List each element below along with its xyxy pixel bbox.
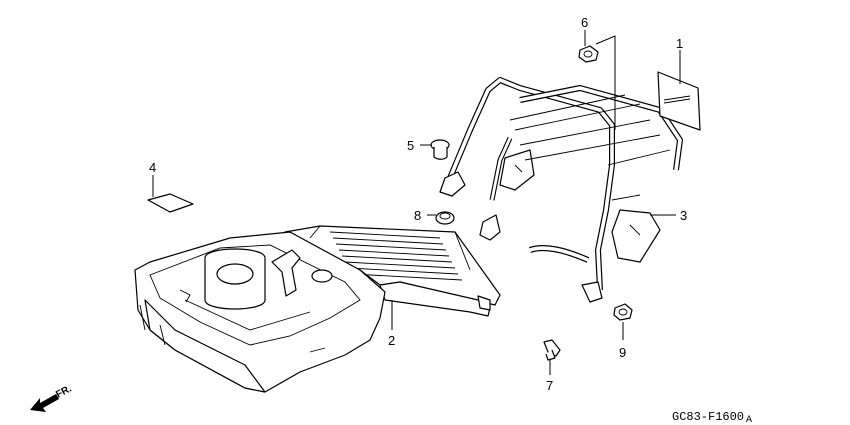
part-grommet-5	[430, 139, 450, 160]
diagram-code-suffix: A	[746, 415, 752, 425]
callout-6: 6	[581, 15, 588, 30]
part-nut-9	[613, 303, 633, 321]
callout-5: 5	[407, 138, 414, 153]
part-front-box	[134, 225, 501, 393]
callout-2: 2	[388, 333, 395, 348]
part-rear-carrier	[439, 77, 683, 303]
callout-1: 1	[676, 36, 683, 51]
front-direction-indicator: FR.	[30, 383, 74, 412]
front-direction-text: FR.	[54, 383, 74, 400]
callout-4: 4	[149, 160, 156, 175]
diagram-code: GC83-F1600 A	[672, 410, 752, 425]
part-grommet-8	[435, 211, 455, 225]
callout-7: 7	[546, 378, 553, 393]
front-arrow-icon	[30, 394, 59, 412]
part-label	[147, 193, 194, 213]
part-bolt-7	[543, 339, 561, 361]
callout-8: 8	[414, 208, 421, 223]
diagram-code-main: GC83-F1600	[672, 410, 744, 424]
callout-9: 9	[619, 345, 626, 360]
leader-lines	[152, 30, 681, 375]
part-nut-6	[578, 45, 599, 63]
callout-3: 3	[680, 208, 687, 223]
part-plate	[657, 71, 701, 131]
